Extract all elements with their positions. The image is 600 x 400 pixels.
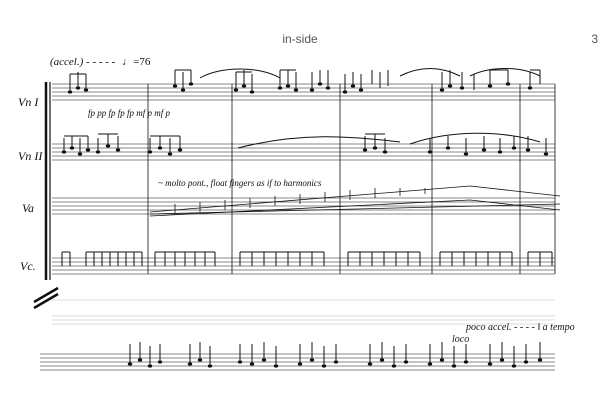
viola-technique-text: ~ molto pont., float fingers as if to ha… xyxy=(158,178,322,188)
staff-violin-1 xyxy=(52,83,555,101)
violin-1-notes xyxy=(69,68,541,92)
label-cello: Vc. xyxy=(20,259,36,273)
system-divider xyxy=(33,286,59,310)
violin-2-noteheads xyxy=(61,144,549,156)
bottom-system-notes xyxy=(129,342,541,366)
bottom-system-noteheads xyxy=(127,358,543,368)
poco-accel-text: poco accel. - - - - ‖ a tempo xyxy=(466,322,575,333)
staff-bottom-system xyxy=(40,353,555,371)
empty-staves xyxy=(52,299,555,325)
violin1-dynamics: fp pp fp fp fp mf p mf p xyxy=(88,108,171,118)
page-number: 3 xyxy=(591,32,598,46)
label-violin-1: Vn I xyxy=(18,95,39,109)
staff-cello xyxy=(52,257,555,275)
staff-violin-2 xyxy=(52,143,555,161)
cello-notes xyxy=(61,251,553,266)
label-viola: Va xyxy=(22,201,34,215)
barlines xyxy=(147,84,556,274)
loco-text: loco xyxy=(452,334,470,345)
violin-2-notes xyxy=(63,132,547,154)
accel-text: (accel.) - - - - - xyxy=(50,56,119,68)
label-violin-2: Vn II xyxy=(18,149,43,163)
tempo-marking: (accel.) - - - - - ♩=76 xyxy=(50,56,150,68)
viola-gliss-wedge xyxy=(149,185,561,217)
page-title: in-side xyxy=(282,32,318,46)
violin-1-noteheads xyxy=(67,82,533,94)
tempo-value: ♩=76 xyxy=(122,56,151,68)
